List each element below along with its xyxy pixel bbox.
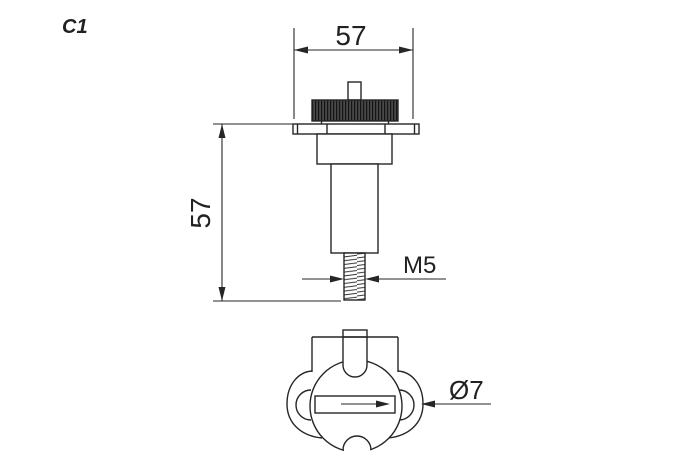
bottom-view (286, 329, 491, 455)
diameter-callout-value: Ø7 (449, 375, 484, 405)
arrowhead-right (399, 46, 413, 54)
thread-callout (302, 275, 446, 283)
right-wing-hole-arc (398, 389, 415, 421)
dimension-top-width (293, 28, 414, 119)
threaded-stud (343, 252, 366, 301)
body (316, 133, 393, 165)
arrowhead-left-pointing (421, 400, 435, 408)
diameter-callout (341, 400, 491, 408)
left-wing-hole-arc (295, 389, 312, 421)
knurled-knob (311, 99, 399, 122)
dimension-top-width-value: 57 (335, 20, 366, 51)
notch-mask (344, 448, 370, 455)
arrowhead-right-pointing (330, 275, 344, 283)
stem-top (342, 329, 368, 338)
arrowhead-left (294, 46, 308, 54)
dimension-side-height (213, 123, 341, 302)
flange (292, 123, 420, 135)
arrowhead-down (218, 287, 226, 301)
arrowhead-left-pointing (365, 275, 379, 283)
arrowhead-up (218, 124, 226, 138)
front-view (213, 28, 446, 302)
dimension-side-height-value: 57 (185, 197, 216, 228)
shaft (330, 163, 379, 254)
bottom-notch (342, 435, 372, 451)
arrowhead-right-pointing (376, 400, 390, 408)
stem-bore (342, 337, 368, 378)
drawing-label: C1 (62, 16, 88, 38)
left-wing (286, 370, 323, 439)
stem (347, 81, 362, 101)
thread-callout-value: M5 (403, 252, 436, 279)
